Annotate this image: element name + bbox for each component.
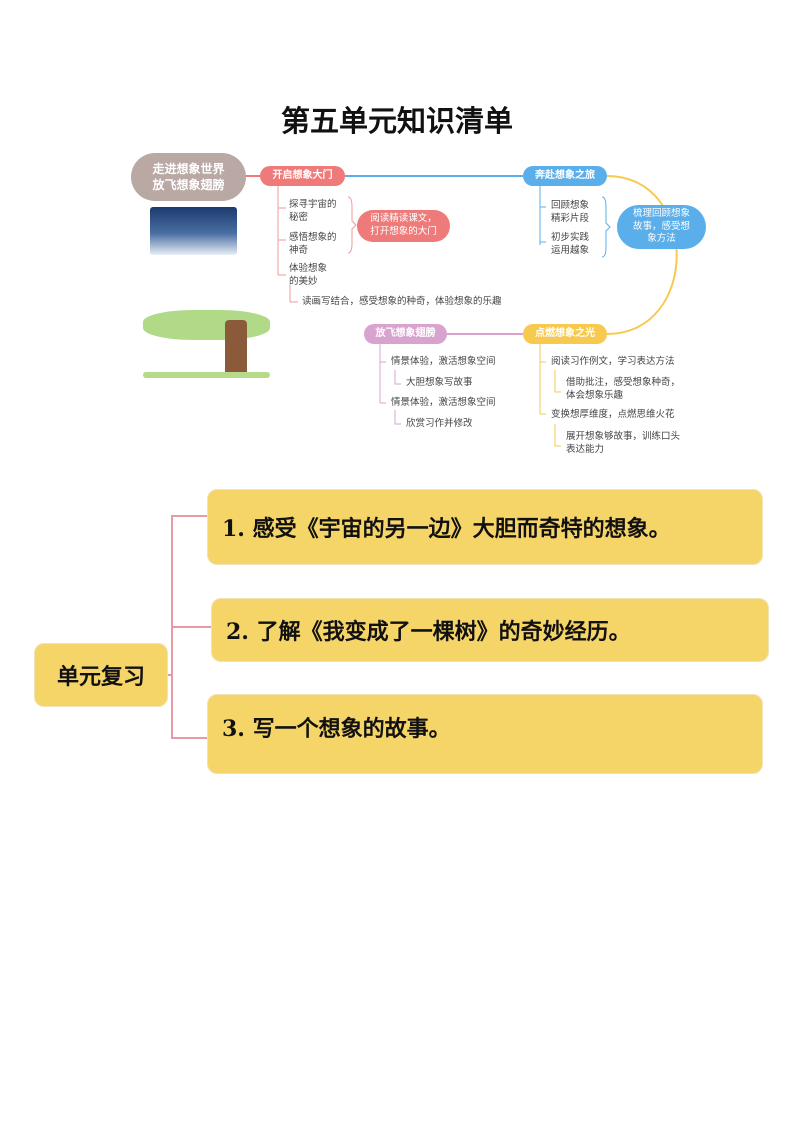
list-item: 阅读习作例文，学习表达方法 — [551, 356, 675, 367]
list-item: 情景体验，激活想象空间 — [391, 356, 496, 367]
page-title: 第五单元知识清单 — [280, 104, 513, 138]
review-bracket — [168, 515, 211, 739]
list-item: 初步实践运用越象 — [551, 232, 590, 257]
tree-image — [143, 310, 270, 380]
summary-node-blue: 梳理回顾想象故事，感受想象方法 — [617, 205, 706, 249]
node-open-door: 开启想象大门 — [260, 166, 345, 186]
review-item-1: 1. 感受《宇宙的另一边》大胆而奇特的想象。 — [207, 489, 763, 565]
list-item: 展开想象够故事，训练口头表达能力 — [566, 431, 681, 456]
list-item: 体验想象的美妙 — [289, 262, 333, 289]
list-item: 感悟想象的神奇 — [289, 231, 341, 258]
root-node: 走进想象世界 放飞想象翅膀 — [131, 153, 246, 201]
item-text: 体验想象的美妙 — [289, 263, 328, 288]
mind-map-connectors — [246, 175, 678, 447]
list-item: 变换想厚维度，点燃思维火花 — [551, 409, 675, 420]
item-text: 感悟想象的神奇 — [289, 232, 337, 257]
review-item-2: 2. 了解《我变成了一棵树》的奇妙经历。 — [211, 598, 769, 662]
list-item: 欣赏习作并修改 — [406, 418, 473, 429]
note-text: 读画写结合，感受想象的种奇，体验想象的乐趣 — [302, 296, 502, 307]
list-item: 情景体验，激活想象空间 — [391, 397, 496, 408]
list-item: 借助批注，感受想象种奇，体会想象乐趣 — [566, 377, 681, 402]
list-item: 大胆想象写故事 — [406, 377, 473, 388]
review-item-3: 3. 写一个想象的故事。 — [207, 694, 763, 774]
node-wings: 放飞想象翅膀 — [364, 324, 447, 344]
list-item: 回顾想象精彩片段 — [551, 200, 590, 225]
node-light: 点燃想象之光 — [523, 324, 607, 344]
list-item: 探寻宇宙的秘密 — [289, 198, 341, 225]
summary-node-red: 阅读精读课文，打开想象的大门 — [357, 210, 450, 242]
starry-sky-image — [150, 207, 237, 255]
item-text: 探寻宇宙的秘密 — [289, 199, 337, 224]
unit-review-label: 单元复习 — [34, 643, 168, 707]
node-journey: 奔赴想象之旅 — [523, 166, 607, 186]
